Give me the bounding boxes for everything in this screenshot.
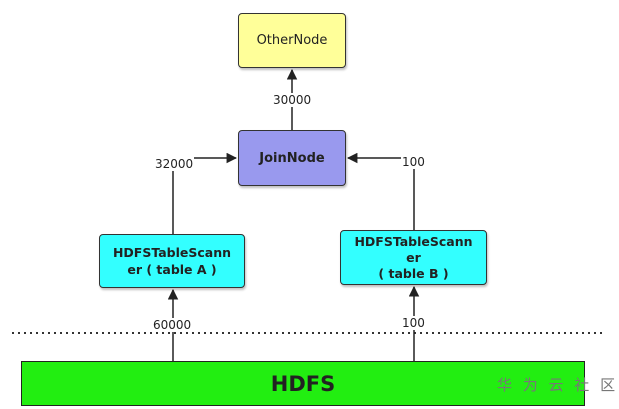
other-node: OtherNode: [238, 13, 346, 68]
scanner-node-table-a: HDFSTableScann er ( table A ): [99, 234, 245, 288]
scanner-b-label-line2: er: [406, 249, 421, 265]
scanner-node-table-b: HDFSTableScann er ( table B ): [340, 230, 487, 285]
join-node: JoinNode: [238, 130, 346, 186]
scanner-b-label-line1: HDFSTableScann: [354, 233, 473, 249]
edge-label-join-to-other: 30000: [272, 93, 313, 107]
hdfs-node: HDFS: [21, 361, 585, 406]
other-node-label: OtherNode: [256, 33, 328, 48]
scanner-b-label-line3: ( table B ): [378, 265, 449, 281]
edge-label-hdfs-to-scan-b: 100: [401, 316, 426, 330]
scanner-a-label-line2: er ( table A ): [127, 262, 217, 277]
hdfs-label: HDFS: [270, 371, 336, 396]
edge-label-hdfs-to-scan-a: 60000: [152, 318, 193, 332]
watermark: 华 为 云 社 区: [497, 376, 619, 394]
join-node-label: JoinNode: [259, 150, 325, 166]
edge-label-scan-b-to-join: 100: [401, 155, 426, 169]
edge-label-scan-a-to-join: 32000: [154, 157, 195, 171]
scanner-a-label-line1: HDFSTableScann: [112, 245, 232, 260]
